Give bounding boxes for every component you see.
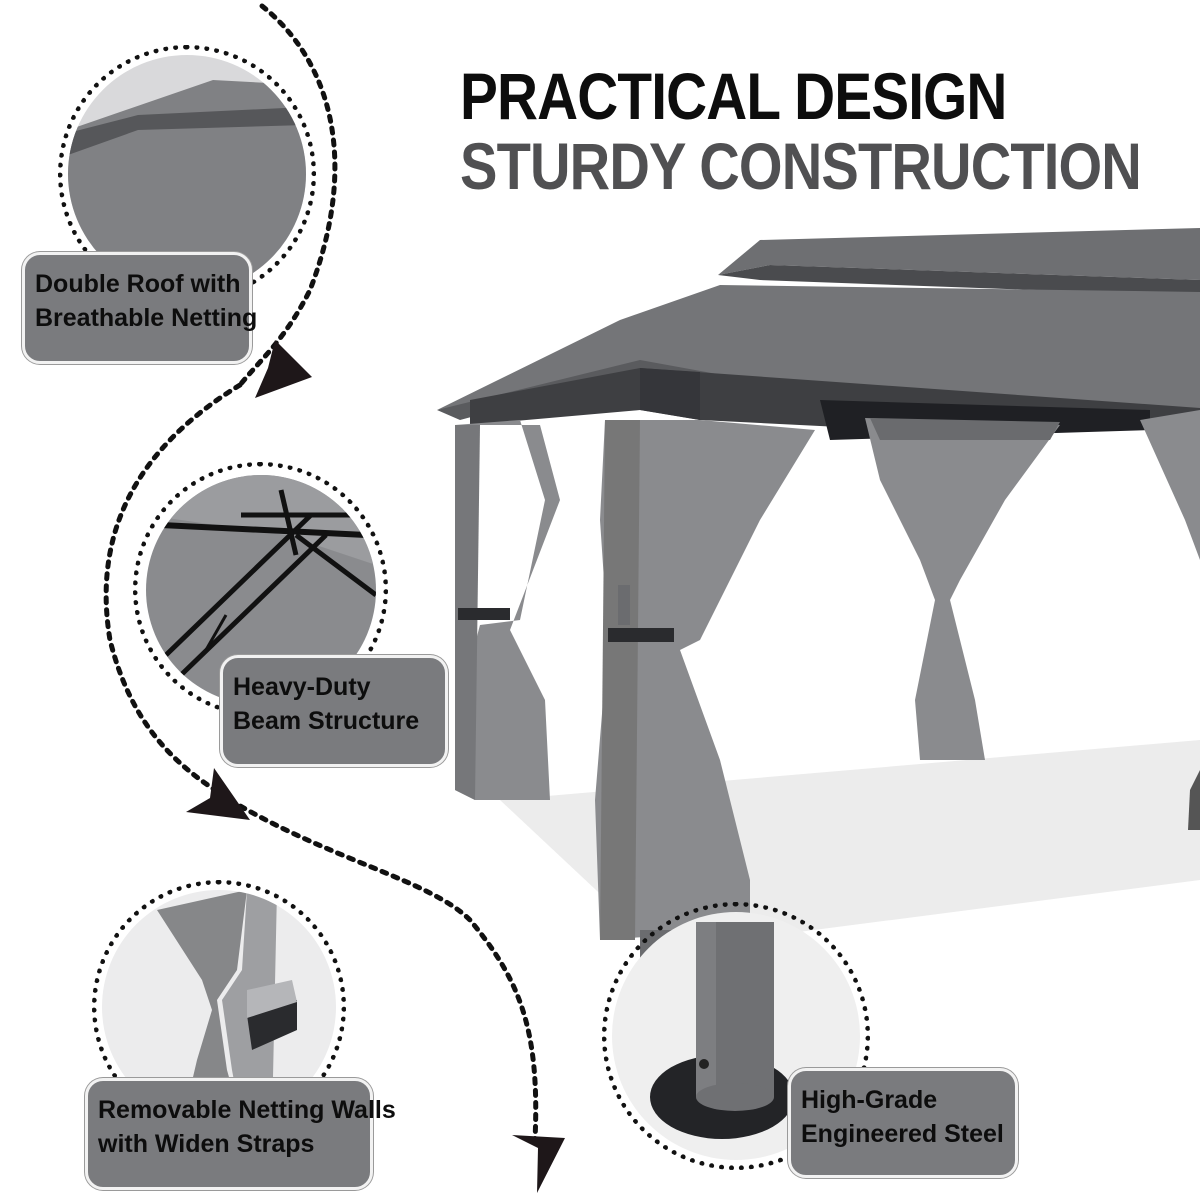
feature-label-beam-line2: Beam Structure <box>233 707 420 735</box>
feature-label-netting: Removable Netting Walls with Widen Strap… <box>85 1078 396 1190</box>
feature-label-beam-line1: Heavy-Duty <box>233 673 371 701</box>
feature-label-roof-line2: Breathable Netting <box>35 304 258 332</box>
roof-detail-image <box>68 55 306 293</box>
arrow-head-icon-2 <box>186 768 250 820</box>
feature-circle-steel <box>602 902 870 1170</box>
steel-leg-detail-image <box>612 912 860 1160</box>
feature-label-roof: Double Roof with Breathable Netting <box>22 252 258 364</box>
feature-label-steel: High-Grade Engineered Steel <box>788 1068 1018 1178</box>
headline-primary: PRACTICAL DESIGN <box>460 59 1007 133</box>
arrow-head-icon-1 <box>255 340 312 398</box>
feature-label-steel-line2: Engineered Steel <box>801 1120 1004 1148</box>
arrow-head-icon-3 <box>512 1135 565 1193</box>
feature-label-netting-line2: with Widen Straps <box>98 1130 315 1158</box>
feature-label-steel-line1: High-Grade <box>801 1086 938 1114</box>
feature-label-beam: Heavy-Duty Beam Structure <box>220 655 448 767</box>
feature-label-roof-line1: Double Roof with <box>35 270 241 298</box>
feature-label-netting-line1: Removable Netting Walls <box>98 1096 396 1124</box>
headline-secondary: STURDY CONSTRUCTION <box>460 129 1142 203</box>
